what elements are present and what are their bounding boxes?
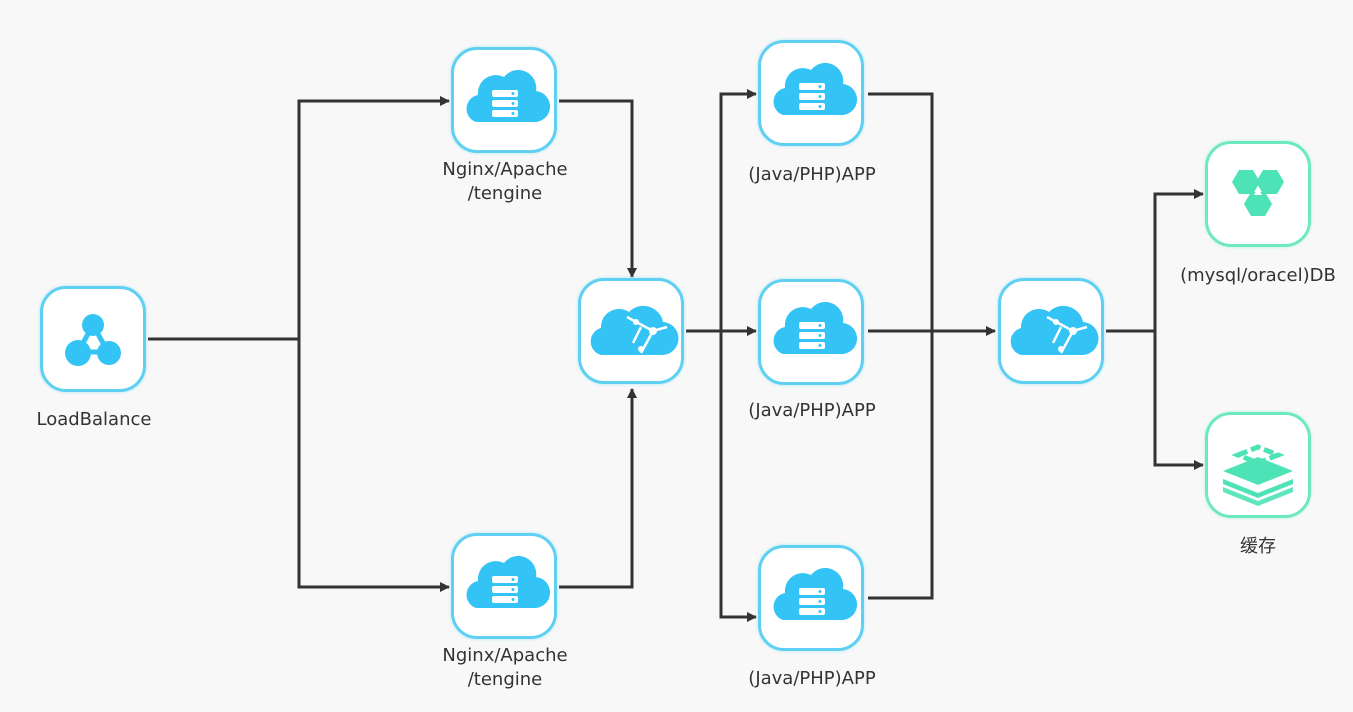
cloud-server-icon (466, 69, 551, 123)
cloud-server-icon (773, 567, 858, 621)
label-app-2: (Java/PHP)APP (748, 400, 876, 421)
node-gateway-1[interactable] (578, 278, 684, 384)
load-balancer-icon (65, 314, 121, 366)
edge-app3-gateway2 (868, 331, 934, 600)
label-app-3: (Java/PHP)APP (748, 668, 876, 689)
cloud-server-icon (466, 555, 551, 609)
label-web-server-1: Nginx/Apache /tengine (442, 159, 568, 204)
label-app-1: (Java/PHP)APP (748, 164, 876, 185)
node-gateway-2[interactable] (998, 278, 1104, 384)
label-cache: 缓存 (1240, 536, 1276, 557)
node-app-2[interactable] (758, 279, 864, 385)
cloud-server-icon (773, 301, 858, 355)
node-web-server-1[interactable] (451, 47, 557, 153)
node-app-1[interactable] (758, 40, 864, 146)
node-app-3[interactable] (758, 545, 864, 651)
node-database[interactable] (1205, 141, 1311, 247)
cache-stack-icon (1223, 444, 1293, 506)
cloud-server-icon (773, 62, 858, 116)
node-cache[interactable] (1205, 412, 1311, 518)
edge-app1-gateway2 (868, 92, 934, 331)
label-loadbalance: LoadBalance (36, 409, 152, 430)
edge-lb-web1 (297, 96, 450, 339)
cloud-network-icon (590, 305, 679, 356)
edge-gateway1-app3 (719, 331, 757, 622)
edge-gateway2-cache (1153, 331, 1204, 470)
database-hexagon-icon (1232, 170, 1284, 216)
edge-web2-gateway1 (559, 388, 637, 589)
edge-web1-gateway1 (559, 99, 637, 278)
edge-gateway2-db (1153, 189, 1204, 331)
label-web-server-2: Nginx/Apache /tengine (442, 645, 568, 690)
edge-lb-web2 (297, 339, 450, 592)
label-database: (mysql/oracel)DB (1180, 265, 1336, 286)
node-web-server-2[interactable] (451, 533, 557, 639)
edge-gateway1-app1 (719, 89, 757, 331)
cloud-network-icon (1010, 305, 1099, 356)
node-loadbalance[interactable] (40, 286, 146, 392)
